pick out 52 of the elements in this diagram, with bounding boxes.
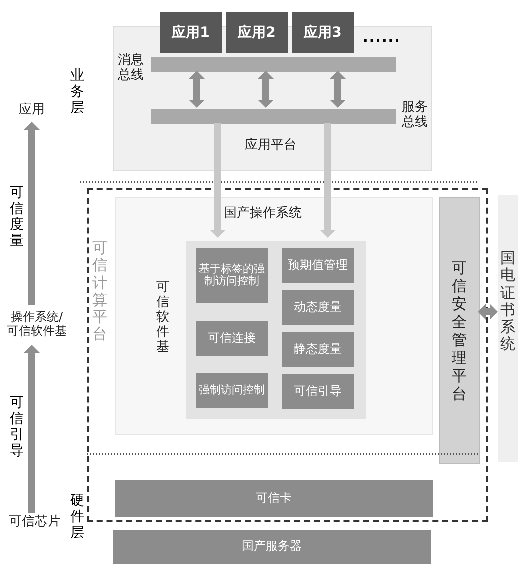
- module-box: [282, 374, 354, 409]
- certificate-system-box: [498, 195, 518, 462]
- module-box: [115, 480, 433, 517]
- node-text: 操作系统/可信软件基: [6, 311, 68, 339]
- node-text: 动态度量: [293, 300, 343, 314]
- node-text: 国产服务器: [241, 540, 303, 554]
- arrow: [478, 304, 498, 320]
- module-box: [113, 530, 431, 564]
- arrow: [24, 345, 40, 513]
- node-text: 静态度量: [293, 342, 343, 356]
- node-text: 国电证书系统: [500, 250, 516, 354]
- arrow: [320, 123, 336, 238]
- layer-label: 业务层: [70, 68, 85, 116]
- node-text: 应用2: [236, 24, 277, 41]
- node-text: 可信连接: [207, 332, 257, 346]
- node-text: 可信安全管理平台: [451, 258, 468, 402]
- app-box: [160, 12, 222, 53]
- layer-label: 硬件层: [70, 493, 85, 542]
- module-box: [196, 321, 268, 356]
- module-box: [196, 373, 268, 408]
- edge-label: 可信度量: [10, 185, 24, 250]
- node-text: 应用3: [302, 24, 343, 41]
- module-box: [282, 290, 354, 325]
- app-box: [226, 12, 288, 53]
- arrow: [258, 71, 274, 108]
- edge-label: 可信引导: [10, 395, 24, 460]
- module-box: [282, 332, 354, 367]
- node-text: 可信引导: [293, 384, 343, 398]
- node-text: 服务总线: [401, 101, 429, 131]
- node-text: 消息总线: [117, 54, 145, 84]
- management-platform-box: [439, 197, 480, 464]
- node-text: 强制访问控制: [198, 384, 266, 397]
- node-text: 可信计算平台: [92, 240, 108, 344]
- node-text: 应用平台: [244, 139, 298, 154]
- module-box: [282, 248, 354, 283]
- arrow: [210, 123, 226, 238]
- node-text: 应用: [18, 104, 46, 118]
- node-text: 可信卡: [255, 492, 293, 506]
- arrow: [189, 71, 205, 108]
- ellipsis-text: ......: [362, 30, 402, 46]
- node-text: 预期值管理: [287, 258, 349, 272]
- node-text: 基于标签的强制访问控制: [198, 262, 266, 288]
- node-text: 可信软件基: [156, 281, 170, 356]
- dashed-frame: [87, 188, 488, 522]
- module-box: [196, 248, 268, 303]
- app-box: [292, 12, 354, 53]
- node-text: 国产操作系统: [223, 207, 303, 222]
- node-text: 可信芯片: [8, 516, 62, 530]
- os-panel: [115, 197, 433, 435]
- arrow: [330, 71, 346, 108]
- node-text: 应用1: [170, 24, 211, 41]
- arrow: [24, 122, 40, 305]
